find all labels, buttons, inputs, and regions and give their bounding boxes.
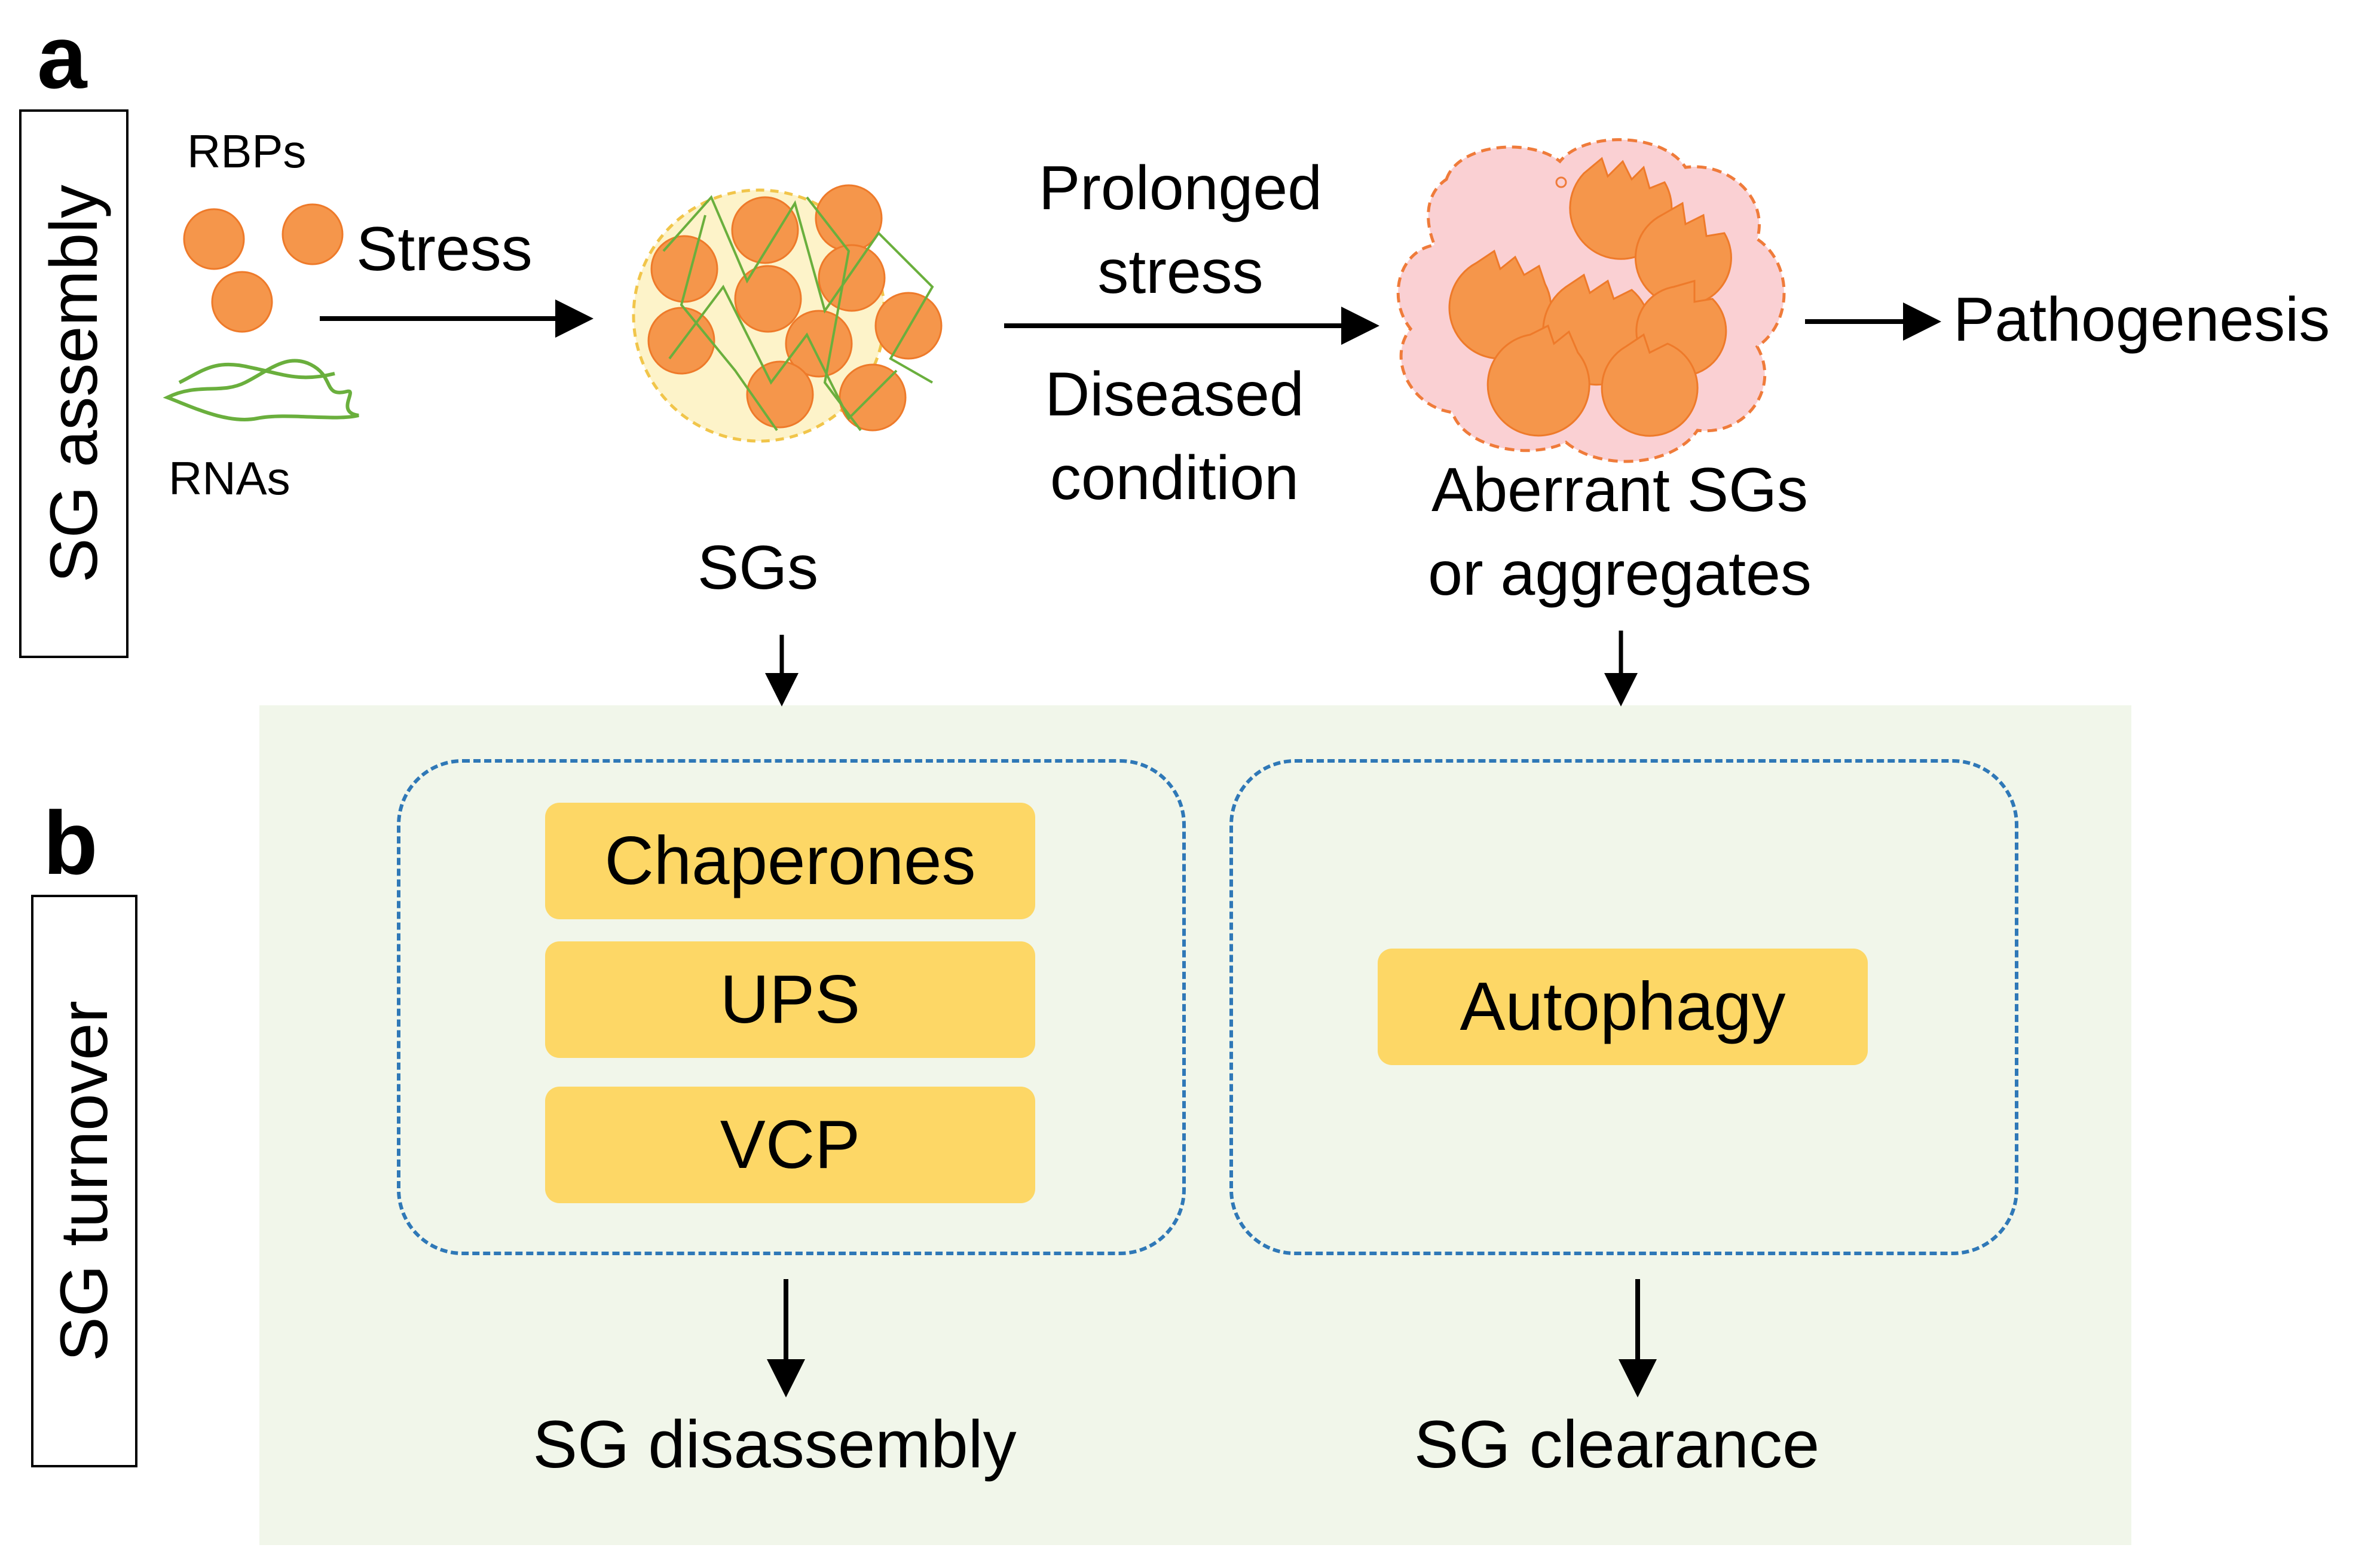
rbp-circle bbox=[211, 271, 273, 333]
diseased-condition-line2: condition bbox=[1050, 443, 1299, 513]
sgs-label: SGs bbox=[697, 533, 819, 602]
stress-label: Stress bbox=[356, 215, 533, 284]
rna-strand bbox=[178, 362, 335, 384]
vcp-pill: VCP bbox=[545, 1087, 1035, 1203]
panel-a-letter: a bbox=[37, 7, 87, 107]
rbps-label: RBPs bbox=[187, 125, 307, 178]
sg-assembly-box: SG assembly bbox=[19, 109, 129, 658]
sg-droplet bbox=[632, 184, 943, 443]
rbp-circle bbox=[282, 203, 344, 265]
panel-b-letter: b bbox=[43, 793, 98, 893]
rnas-label: RNAs bbox=[169, 452, 290, 504]
disassembly-machinery-box bbox=[397, 759, 1186, 1255]
sg-disassembly-label: SG disassembly bbox=[533, 1407, 1017, 1482]
pathogenesis-label: Pathogenesis bbox=[1953, 285, 2330, 354]
rna-strand bbox=[163, 359, 359, 421]
ups-pill: UPS bbox=[545, 941, 1035, 1058]
rbp-circle bbox=[183, 208, 245, 270]
aberrant-sgs-line1: Aberrant SGs bbox=[1431, 455, 1809, 525]
prolonged-stress-line1: Prolonged bbox=[1038, 154, 1323, 223]
chaperones-pill: Chaperones bbox=[545, 803, 1035, 919]
prolonged-stress-line2: stress bbox=[1097, 237, 1264, 307]
aberrant-sgs-line2: or aggregates bbox=[1428, 539, 1812, 608]
aberrant-sg-cloud bbox=[1396, 138, 1786, 463]
diseased-condition-line1: Diseased bbox=[1045, 360, 1304, 429]
clearance-machinery-box bbox=[1229, 759, 2018, 1255]
autophagy-pill: Autophagy bbox=[1378, 949, 1868, 1065]
sg-clearance-label: SG clearance bbox=[1414, 1407, 1820, 1482]
sg-turnover-box: SG turnover bbox=[31, 895, 137, 1467]
